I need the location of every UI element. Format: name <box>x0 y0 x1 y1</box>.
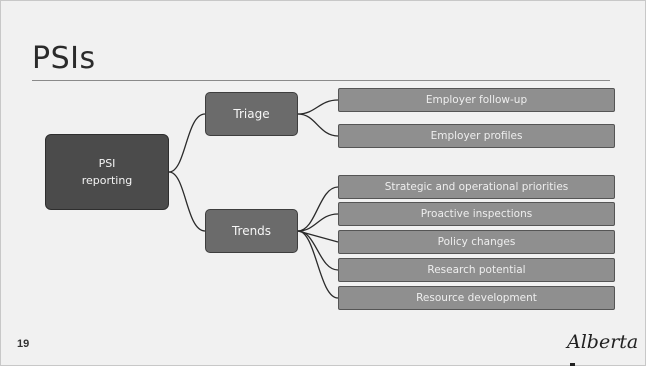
leaf-node: Policy changes <box>338 230 615 254</box>
page-number: 19 <box>17 338 30 350</box>
title-divider <box>32 80 610 81</box>
connector-triage-leaf-2 <box>297 113 339 137</box>
slide-title: PSIs <box>32 41 96 76</box>
alberta-logo-text: Alberta <box>567 331 639 353</box>
leaf-node: Research potential <box>338 258 615 282</box>
logo-square-icon <box>570 362 575 366</box>
connector-root-triage <box>168 113 206 173</box>
connector-trends-leaf-2 <box>297 213 339 232</box>
leaf-node: Employer follow-up <box>338 88 615 112</box>
leaf-node: Strategic and operational priorities <box>338 175 615 199</box>
connector-trends-leaf-1 <box>297 186 339 232</box>
leaf-node: Employer profiles <box>338 124 615 148</box>
root-node-line-1: PSI <box>98 157 116 170</box>
connector-root-trends <box>168 171 206 232</box>
root-node-line-2: reporting <box>81 174 133 187</box>
branch-node-trends: Trends <box>205 209 298 253</box>
connector-trends-leaf-5 <box>297 230 339 299</box>
branch-node-triage: Triage <box>205 92 298 136</box>
leaf-node: Proactive inspections <box>338 202 615 226</box>
root-node-psi-reporting: PSI reporting <box>45 134 169 210</box>
leaf-node: Resource development <box>338 286 615 310</box>
alberta-logo: Alberta <box>567 331 645 366</box>
connector-triage-leaf-1 <box>297 99 339 115</box>
